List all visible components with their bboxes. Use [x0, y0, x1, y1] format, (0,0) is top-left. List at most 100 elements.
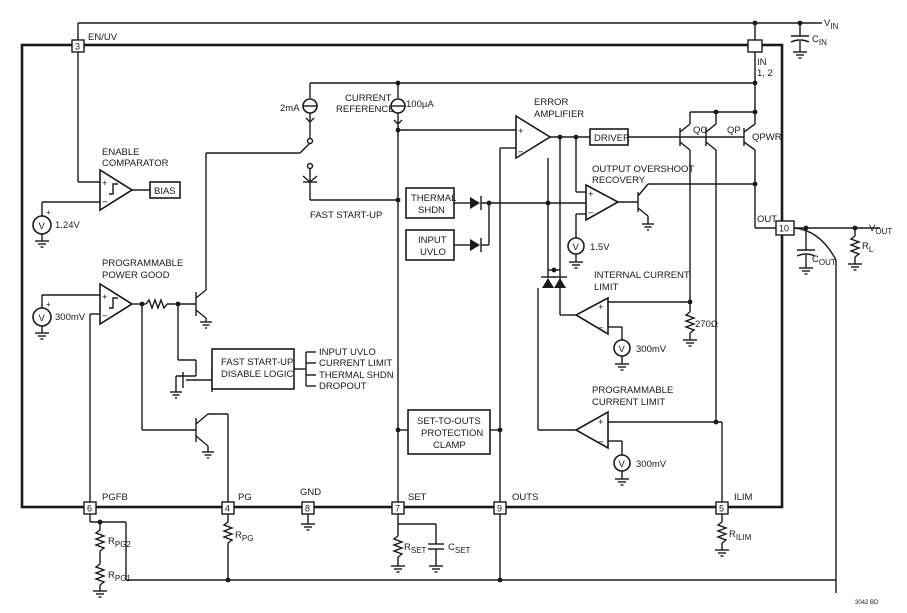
- pin-gnd-name: GND: [300, 487, 321, 498]
- gnd-symbol: [301, 514, 315, 531]
- pin-pgfb-name: PGFB: [102, 492, 128, 503]
- svg-text:−: −: [598, 437, 604, 448]
- v15-label: 1.5V: [590, 242, 610, 253]
- fast-startup-label: FAST START-UP: [310, 210, 382, 221]
- pin-in: [747, 39, 763, 53]
- vin-net: VIN CIN: [77, 18, 839, 59]
- qc-label: QC: [693, 125, 707, 136]
- internal-cl-label-2: LIMIT: [594, 282, 618, 293]
- ua100-label: 100µA: [406, 99, 434, 110]
- switch-drive-transistor: [195, 152, 300, 329]
- pin-en-uv-number: 3: [75, 42, 80, 52]
- bias-label: BIAS: [154, 186, 176, 197]
- disable-logic-inputs: INPUT UVLO CURRENT LIMIT THERMAL SHDN DR…: [294, 347, 394, 392]
- svg-text:+: +: [588, 189, 594, 200]
- pg-pullup: RPG: [222, 514, 253, 583]
- svg-text:+: +: [598, 302, 604, 313]
- svg-text:−: −: [102, 197, 108, 208]
- pin-in-sub: 1, 2: [757, 68, 773, 79]
- output-transistors: QC QP QPWR: [679, 123, 782, 422]
- internal-cl-label-1: INTERNAL CURRENT: [594, 270, 690, 281]
- rpg2-label: RPG2: [108, 536, 131, 549]
- svg-text:V: V: [573, 242, 580, 253]
- fsu-logic-label-1: FAST START-UP: [221, 357, 293, 368]
- svg-text:+: +: [598, 417, 604, 428]
- figure-ref-code: 3042 BD: [855, 600, 879, 606]
- qp-label: QP: [727, 125, 741, 136]
- svg-text:V: V: [39, 313, 46, 324]
- pin-ilim-name: ILIM: [734, 492, 753, 503]
- internal-current-limit: INTERNAL CURRENT LIMIT + − V 300mV 270Ω: [537, 267, 718, 431]
- protection-diodes: [454, 196, 548, 252]
- input-uvlo-label-2: UVLO: [420, 247, 446, 258]
- logic-input-thermal-shdn: THERMAL SHDN: [319, 370, 394, 381]
- current-reference: 2mA CURRENT REFERENCE 100µA FAST START-U…: [280, 93, 434, 221]
- enable-comparator-label-1: ENABLE: [102, 147, 140, 158]
- pin-out-name: OUT: [757, 214, 777, 225]
- rl-label: RL: [862, 241, 874, 254]
- pin-out-number: 10: [779, 224, 789, 234]
- logic-input-dropout: DROPOUT: [319, 381, 367, 392]
- cout-label: COUT: [812, 254, 836, 267]
- pin-en-uv-name: EN/UV: [88, 32, 118, 43]
- programmable-pg-label-2: POWER GOOD: [102, 270, 170, 281]
- prog-cl-label-1: PROGRAMMABLE: [592, 385, 673, 396]
- error-amp-label-1: ERROR: [534, 97, 568, 108]
- svg-text:−: −: [102, 311, 108, 322]
- cset-label: CSET: [448, 542, 471, 555]
- pgfb-divider: RPG2 RPG1: [89, 514, 228, 598]
- prog-cl-label-2: CURRENT LIMIT: [592, 397, 665, 408]
- svg-text:+: +: [102, 178, 108, 189]
- ilim-resistor: RILIM: [715, 514, 752, 557]
- programmable-pg-label-1: PROGRAMMABLE: [102, 258, 183, 269]
- power-good-comparator: PROGRAMMABLE POWER GOOD + − V + 300mV: [32, 258, 196, 502]
- clamp-label-2: PROTECTION: [421, 428, 483, 439]
- pin-set-name: SET: [408, 492, 427, 503]
- current-reference-label-1: CURRENT: [345, 93, 392, 104]
- enable-comparator: + − BIAS ENABLE COMPARATOR V + 1.24V: [32, 52, 181, 248]
- error-amp-label-2: AMPLIFIER: [534, 109, 584, 120]
- input-uvlo-box: [405, 229, 455, 261]
- pin-pgfb-number: 6: [87, 504, 92, 514]
- svg-text:+: +: [46, 300, 51, 309]
- svg-text:V: V: [619, 459, 626, 470]
- cin-label: CIN: [812, 34, 827, 47]
- svg-text:+: +: [518, 126, 524, 137]
- pin-outs-name: OUTS: [512, 492, 538, 503]
- clamp-label-1: SET-TO-OUTS: [417, 416, 481, 427]
- r270-label: 270Ω: [695, 319, 718, 330]
- qpwr-label: QPWR: [752, 132, 782, 143]
- thermal-label-1: THERMAL: [411, 193, 456, 204]
- fast-startup-disable-logic-box: [211, 348, 295, 390]
- v300-icl-label: 300mV: [636, 344, 667, 355]
- pin-gnd-number: 8: [305, 504, 310, 514]
- thermal-label-2: SHDN: [418, 205, 445, 216]
- programmable-current-limit: PROGRAMMABLE CURRENT LIMIT + − V 300mV: [574, 385, 723, 502]
- svg-text:−: −: [518, 147, 524, 158]
- enable-comparator-label-2: COMPARATOR: [102, 158, 169, 169]
- vin-label: VIN: [824, 18, 839, 31]
- set-net: [395, 129, 516, 502]
- driver-label: DRIVER: [594, 133, 630, 144]
- rpg1-label: RPG1: [108, 570, 131, 583]
- thermal-shdn-box: [405, 187, 455, 219]
- ma2-label: 2mA: [280, 103, 300, 114]
- fsu-logic-label-2: DISABLE LOGIC: [221, 369, 293, 380]
- svg-text:V: V: [619, 344, 626, 355]
- output-overshoot-recovery: OUTPUT OVERSHOOT RECOVERY + − V 1.5V: [567, 137, 755, 269]
- v124-label: 1.24V: [55, 220, 80, 231]
- svg-text:−: −: [588, 208, 594, 219]
- rpg-label: RPG: [235, 530, 253, 543]
- pin-ilim-number: 5: [719, 504, 724, 514]
- current-reference-label-2: REFERENCE: [336, 104, 395, 115]
- logic-input-current-limit: CURRENT LIMIT: [319, 358, 392, 369]
- pin-in-name: IN: [757, 57, 767, 68]
- output-load: VOUT COUT RL: [228, 223, 892, 593]
- overshoot-label-1: OUTPUT OVERSHOOT: [592, 164, 694, 175]
- v300-pcl-label: 300mV: [636, 459, 667, 470]
- set-network: RSET CSET: [391, 514, 471, 573]
- bias-box: [149, 181, 181, 199]
- rilim-label: RILIM: [729, 529, 752, 542]
